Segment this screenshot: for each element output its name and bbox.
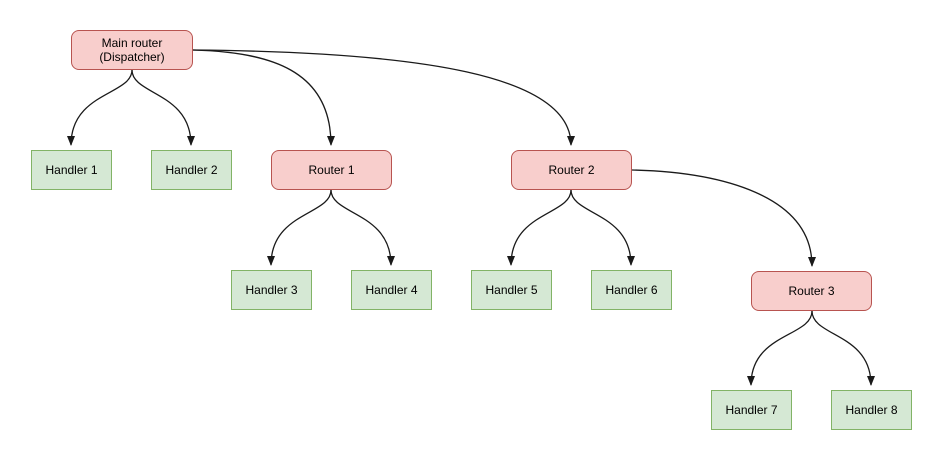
node-handler-6[interactable]: Handler 6: [591, 270, 672, 310]
edge-e-r3-h8: [811, 310, 875, 386]
node-label: Handler 2: [165, 163, 218, 177]
node-handler-7[interactable]: Handler 7: [711, 390, 792, 430]
node-label: Handler 7: [725, 403, 778, 417]
node-handler-1[interactable]: Handler 1: [31, 150, 112, 190]
node-label: Main router (Dispatcher): [99, 36, 165, 64]
node-handler-8[interactable]: Handler 8: [831, 390, 912, 430]
node-router-3[interactable]: Router 3: [751, 271, 872, 311]
edge-e-main-r1: [192, 49, 335, 146]
edge-e-main-h1: [67, 69, 133, 146]
node-label: Handler 4: [365, 283, 418, 297]
node-label: Router 2: [548, 163, 595, 177]
node-label: Handler 6: [605, 283, 658, 297]
edge-e-r1-h3: [267, 189, 332, 266]
edge-e-r2-h5: [507, 189, 572, 266]
edge-e-r2-h6: [570, 189, 635, 266]
edge-e-r2-r3: [631, 169, 816, 267]
node-label: Router 1: [308, 163, 355, 177]
node-label: Handler 5: [485, 283, 538, 297]
node-handler-5[interactable]: Handler 5: [471, 270, 552, 310]
node-handler-2[interactable]: Handler 2: [151, 150, 232, 190]
node-label: Handler 8: [845, 403, 898, 417]
node-label: Handler 3: [245, 283, 298, 297]
edge-e-r1-h4: [330, 189, 395, 266]
edge-e-r3-h7: [747, 310, 813, 386]
node-label: Router 3: [788, 284, 835, 298]
node-label: Handler 1: [45, 163, 98, 177]
node-handler-3[interactable]: Handler 3: [231, 270, 312, 310]
node-handler-4[interactable]: Handler 4: [351, 270, 432, 310]
edge-e-main-r2: [192, 49, 575, 146]
edges-group: [67, 49, 875, 386]
edge-e-main-h2: [131, 69, 195, 146]
node-main-router[interactable]: Main router (Dispatcher): [71, 30, 193, 70]
node-router-2[interactable]: Router 2: [511, 150, 632, 190]
node-router-1[interactable]: Router 1: [271, 150, 392, 190]
